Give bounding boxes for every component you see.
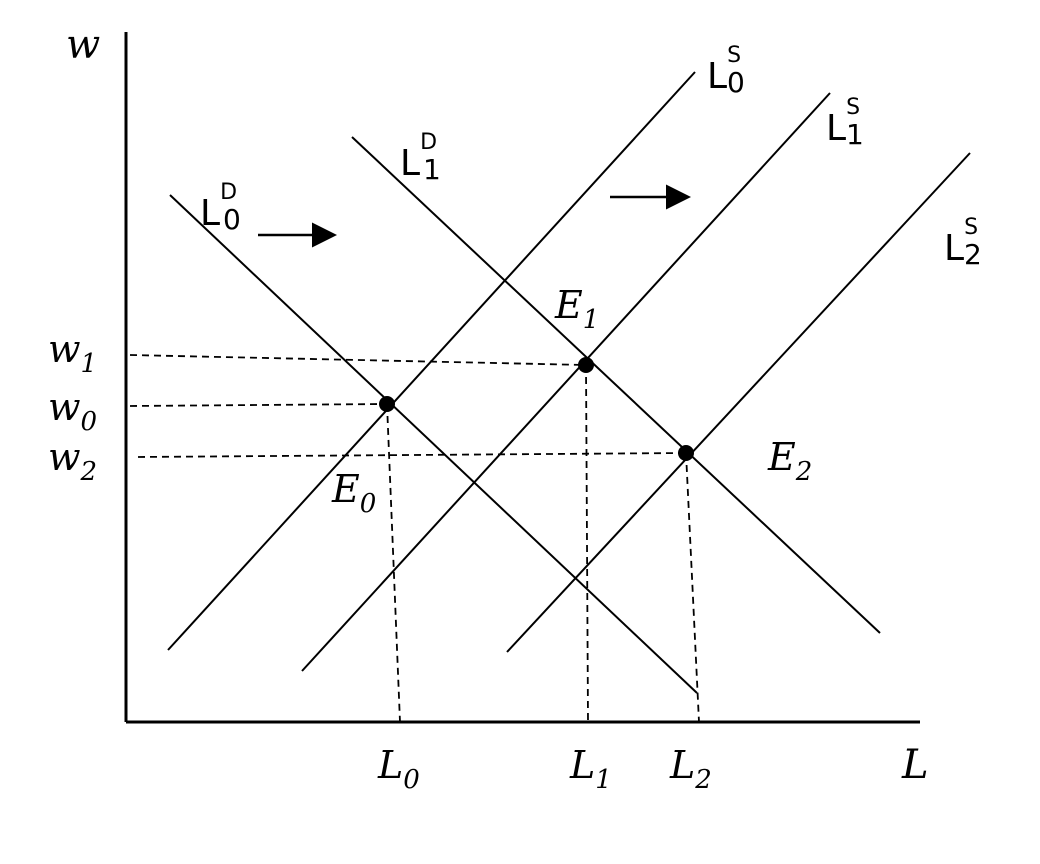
x-axis-label: L bbox=[901, 742, 929, 788]
point-label-0: E0 bbox=[331, 467, 376, 519]
guide-w1 bbox=[129, 354, 587, 366]
supply-curve-1 bbox=[301, 92, 831, 672]
supply-curve-2 bbox=[506, 152, 971, 653]
labor-label-1: L1 bbox=[569, 743, 612, 795]
point-label-1: E1 bbox=[554, 283, 599, 335]
equilibrium-point-1 bbox=[578, 357, 594, 373]
guide-w2 bbox=[137, 452, 687, 458]
equilibrium-point-2 bbox=[678, 445, 694, 461]
wage-label-2: w2 bbox=[48, 435, 97, 487]
labor-label-2: L2 bbox=[669, 743, 712, 795]
guide-l1 bbox=[585, 364, 589, 723]
wage-label-0: w0 bbox=[48, 385, 97, 437]
guide-l0 bbox=[386, 403, 401, 723]
y-axis-label: w bbox=[66, 22, 100, 68]
demand-curve-1 bbox=[351, 136, 881, 634]
wage-label-1: w1 bbox=[48, 327, 97, 379]
labor-label-0: L0 bbox=[377, 743, 420, 795]
equilibrium-point-0 bbox=[379, 396, 395, 412]
point-label-2: E2 bbox=[767, 435, 812, 487]
guide-w0 bbox=[129, 403, 388, 407]
guide-l2 bbox=[685, 452, 700, 723]
demand-curve-0 bbox=[169, 194, 698, 694]
